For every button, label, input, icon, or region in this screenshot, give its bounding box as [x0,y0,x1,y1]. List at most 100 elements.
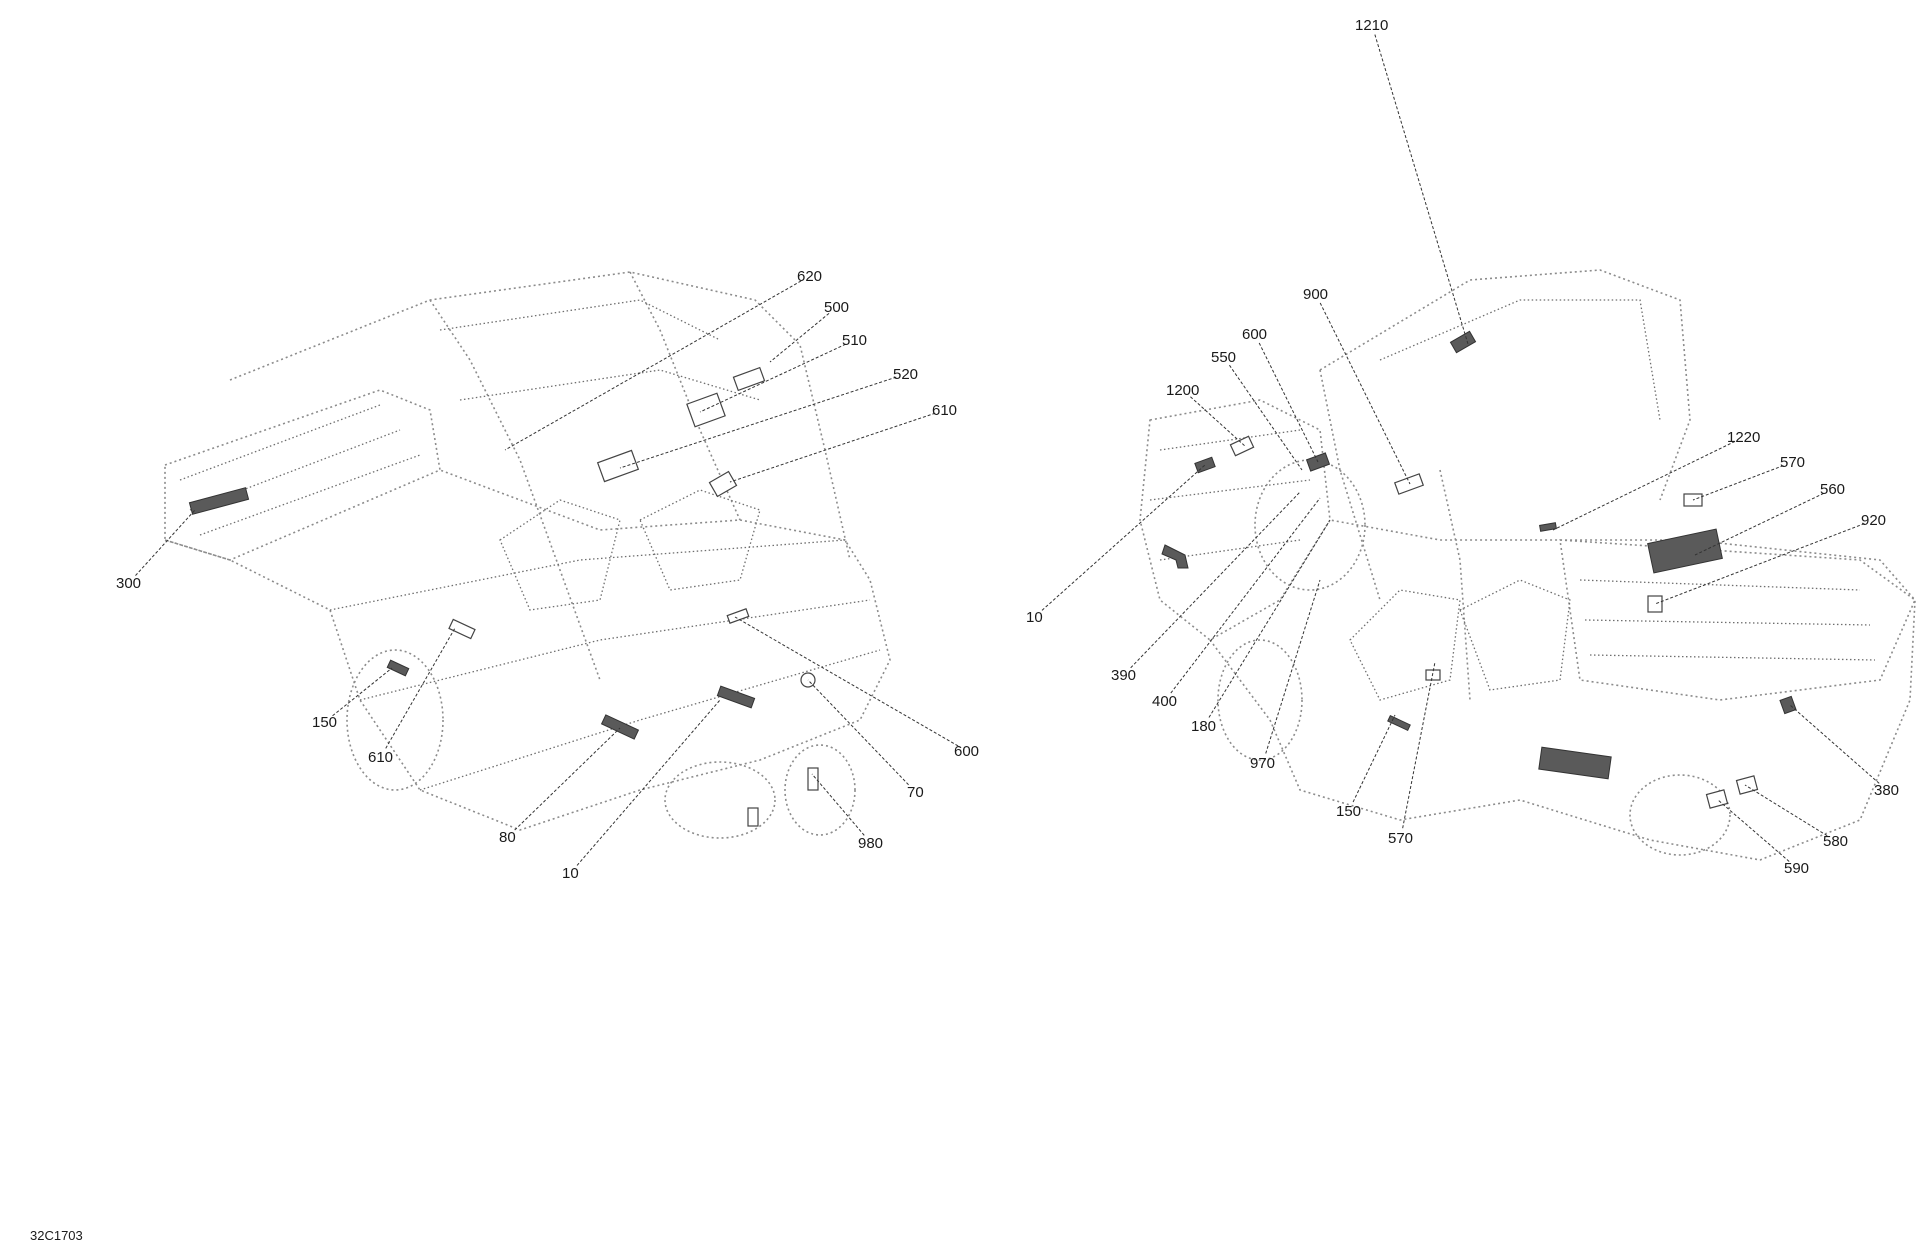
left-callout-600: 600 [734,616,979,760]
right-leader-line [1552,440,1736,531]
right-callout-150: 150 [1336,714,1396,820]
right-leader-line [1208,519,1331,718]
right-callout-580: 580 [1744,784,1848,850]
right-callout-970: 970 [1250,579,1321,772]
left-vehicle-drawing [164,271,891,839]
right-leader-line [1789,704,1880,784]
right-leader-line [1190,396,1247,448]
left-callout-300: 300 [116,509,196,592]
left-callout-500: 500 [769,299,849,363]
right-leader-line [1130,491,1301,669]
right-callout-900: 900 [1303,286,1411,485]
right-leader-line [1692,465,1784,501]
right-callout-label: 1200 [1166,382,1199,399]
left-callout-label: 520 [893,366,918,383]
right-callout-label: 1210 [1355,17,1388,34]
right-leader-line [1258,342,1319,463]
right-callout-560: 560 [1694,481,1845,556]
right-callout-label: 10 [1026,609,1043,626]
right-callout-label: 390 [1111,667,1136,684]
right-callout-label: 560 [1820,481,1845,498]
right-callout-550: 550 [1211,349,1303,471]
right-callout-600: 600 [1242,326,1319,463]
left-callout-80: 80 [499,727,621,846]
right-callout-label: 400 [1152,693,1177,710]
left-leader-line [514,727,621,831]
right-callout-1220: 1220 [1552,429,1760,531]
right-leader-line [1170,497,1321,694]
left-callout-150: 150 [312,667,393,731]
left-callout-label: 500 [824,299,849,316]
right-callout-label: 590 [1784,860,1809,877]
left-callout-label: 10 [562,865,579,882]
right-callout-label: 920 [1861,512,1886,529]
left-callout-label: 70 [907,784,924,801]
right-leader-line [1265,579,1321,754]
right-callout-380: 380 [1789,704,1899,799]
right-callout-570: 570 [1692,454,1805,501]
right-view-callouts: 1210 900 600 550 1200 10 390 400 180 970 150 570 122… [1026,17,1899,877]
left-callout-610: 610 [729,402,957,483]
left-callout-label: 610 [368,749,393,766]
right-leader-line [1319,302,1411,485]
right-callout-1200: 1200 [1166,382,1247,448]
right-leader-line [1744,784,1828,837]
right-callout-180: 180 [1191,519,1331,735]
right-leader-line [1374,34,1469,345]
right-callout-label: 550 [1211,349,1236,366]
right-leader-line [1654,523,1865,605]
left-callout-label: 80 [499,829,516,846]
left-callout-520: 520 [619,366,918,469]
right-leader-line [1041,464,1206,611]
left-leader-line [619,376,897,469]
left-leader-line [385,627,456,749]
left-callout-10: 10 [562,699,721,882]
left-callout-620: 620 [504,268,822,451]
left-leader-line [135,509,196,576]
right-callout-label: 600 [1242,326,1267,343]
drawing-id: 32C1703 [30,1228,83,1243]
left-leader-line [729,412,936,483]
right-leader-line [1402,661,1436,829]
left-callout-610: 610 [368,627,456,766]
left-leader-line [699,343,846,413]
right-callout-920: 920 [1654,512,1886,605]
left-callout-980: 980 [811,773,883,852]
left-callout-label: 600 [954,743,979,760]
right-leader-line [1352,714,1396,803]
left-leader-line [807,679,909,786]
right-callout-570: 570 [1388,661,1436,847]
right-callout-400: 400 [1152,497,1321,710]
left-leader-line [734,616,959,747]
right-callout-label: 580 [1823,833,1848,850]
right-callout-label: 150 [1336,803,1361,820]
left-leader-line [504,280,802,451]
left-callout-label: 610 [932,402,957,419]
right-callout-label: 1220 [1727,429,1760,446]
right-leader-line [1694,492,1824,556]
left-callout-label: 980 [858,835,883,852]
right-callout-label: 570 [1388,830,1413,847]
left-callout-510: 510 [699,332,867,413]
left-callout-label: 150 [312,714,337,731]
right-leader-line [1717,799,1790,862]
right-callout-label: 570 [1780,454,1805,471]
right-callout-label: 970 [1250,755,1275,772]
left-leader-line [769,312,830,363]
left-callout-label: 620 [797,268,822,285]
left-leader-line [811,773,865,836]
left-leader-line [332,667,393,717]
right-callout-label: 380 [1874,782,1899,799]
right-callout-label: 180 [1191,718,1216,735]
right-callout-label: 900 [1303,286,1328,303]
right-callout-590: 590 [1717,799,1809,877]
left-callout-70: 70 [807,679,924,801]
right-callout-10: 10 [1026,464,1206,626]
right-callout-1210: 1210 [1355,17,1469,345]
right-callout-390: 390 [1111,491,1301,684]
left-leader-line [576,699,721,866]
left-callout-label: 300 [116,575,141,592]
right-leader-line [1229,364,1303,471]
